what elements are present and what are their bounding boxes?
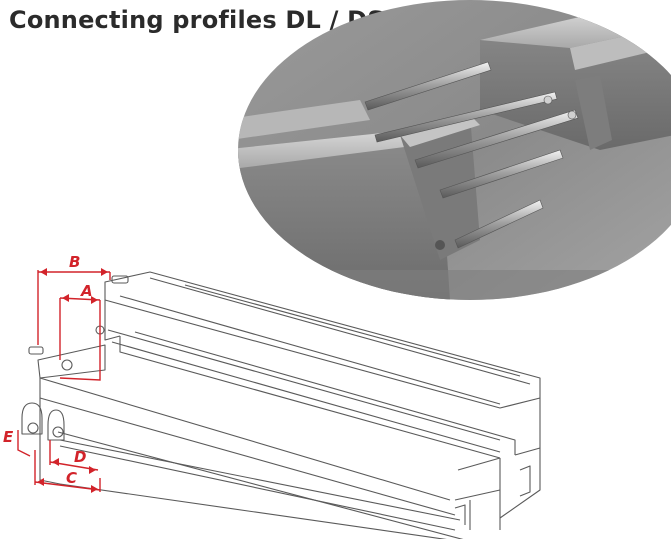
dimension-label-c: C [66, 469, 77, 487]
dimension-label-b: B [69, 253, 80, 271]
dimension-label-e: E [3, 428, 14, 446]
page-title: Connecting profiles DL / DS [9, 6, 385, 34]
dimension-label-d: D [74, 448, 86, 466]
dimension-label-a: A [80, 282, 93, 300]
